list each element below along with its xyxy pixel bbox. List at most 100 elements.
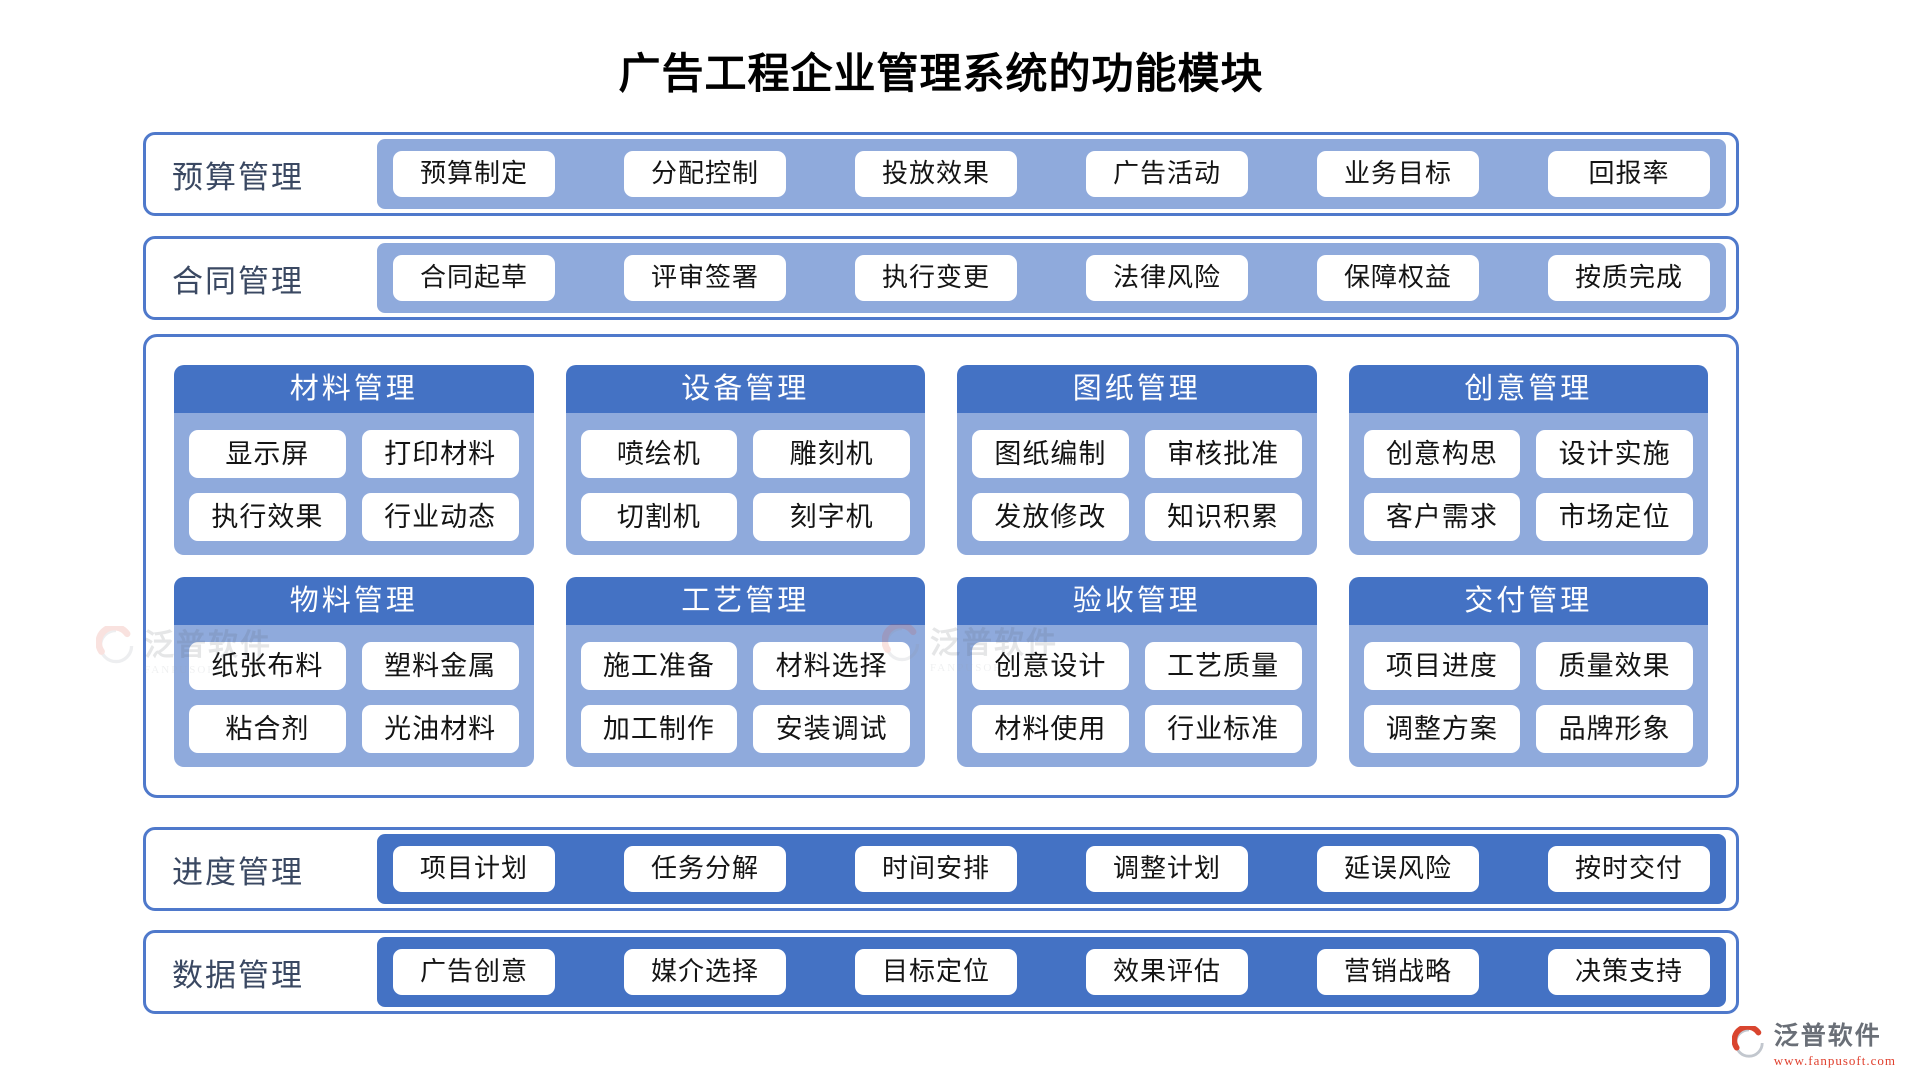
feature-chip[interactable]: 评审签署 [624, 255, 786, 301]
card-equipment-mgmt: 设备管理 喷绘机 雕刻机 切割机 刻字机 [565, 365, 925, 555]
diagram-main: 广告工程企业管理系统的功能模块 预算管理 预算制定 分配控制 投放效果 广告活动… [143, 0, 1739, 1014]
band-data-label: 数据管理 [172, 957, 304, 993]
feature-chip[interactable]: 广告活动 [1086, 151, 1248, 197]
card-material-mgmt: 材料管理 显示屏 打印材料 执行效果 行业动态 [174, 365, 534, 555]
feature-chip[interactable]: 投放效果 [855, 151, 1017, 197]
band-data: 数据管理 广告创意 媒介选择 目标定位 效果评估 营销战略 决策支持 [143, 930, 1739, 1014]
footer-brand-name: 泛普软件 [1773, 1023, 1882, 1051]
feature-chip[interactable]: 执行变更 [855, 255, 1017, 301]
feature-chip[interactable]: 粘合剂 [189, 705, 346, 753]
feature-chip[interactable]: 显示屏 [189, 430, 346, 478]
feature-chip[interactable]: 按质完成 [1548, 255, 1710, 301]
feature-chip[interactable]: 决策支持 [1548, 949, 1710, 995]
fanpu-logo-icon [1731, 1024, 1766, 1065]
feature-chip[interactable]: 安装调试 [753, 705, 910, 753]
fanpu-logo-icon [95, 623, 136, 671]
feature-chip[interactable]: 业务目标 [1317, 151, 1479, 197]
card-title: 材料管理 [174, 365, 534, 413]
feature-chip[interactable]: 质量效果 [1536, 642, 1693, 690]
feature-chip[interactable]: 项目计划 [393, 846, 555, 892]
card-delivery-mgmt: 交付管理 项目进度 质量效果 调整方案 品牌形象 [1348, 577, 1708, 767]
card-title: 交付管理 [1348, 577, 1708, 625]
feature-chip[interactable]: 纸张布料 [189, 642, 346, 690]
feature-chip[interactable]: 设计实施 [1536, 430, 1693, 478]
card-title: 图纸管理 [957, 365, 1317, 413]
feature-chip[interactable]: 品牌形象 [1536, 705, 1693, 753]
card-craft-mgmt: 工艺管理 施工准备 材料选择 加工制作 安装调试 [565, 577, 925, 767]
band-budget-label: 预算管理 [172, 159, 304, 195]
feature-chip[interactable]: 广告创意 [393, 949, 555, 995]
band-budget-bar: 预算制定 分配控制 投放效果 广告活动 业务目标 回报率 [377, 139, 1726, 209]
card-body: 喷绘机 雕刻机 切割机 刻字机 [565, 413, 925, 555]
feature-chip[interactable]: 加工制作 [580, 705, 738, 753]
feature-chip[interactable]: 合同起草 [393, 255, 555, 301]
feature-chip[interactable]: 切割机 [580, 493, 738, 541]
card-body: 项目进度 质量效果 调整方案 品牌形象 [1348, 625, 1708, 767]
feature-chip[interactable]: 行业动态 [361, 493, 519, 541]
module-grid-container: 材料管理 显示屏 打印材料 执行效果 行业动态 设备管理 喷绘机 雕刻机 切割机… [143, 334, 1739, 798]
feature-chip[interactable]: 保障权益 [1317, 255, 1479, 301]
feature-chip[interactable]: 目标定位 [855, 949, 1017, 995]
page-title: 广告工程企业管理系统的功能模块 [618, 52, 1264, 98]
module-grid: 材料管理 显示屏 打印材料 执行效果 行业动态 设备管理 喷绘机 雕刻机 切割机… [174, 365, 1708, 767]
feature-chip[interactable]: 预算制定 [393, 151, 555, 197]
band-progress: 进度管理 项目计划 任务分解 时间安排 调整计划 延误风险 按时交付 [143, 827, 1739, 911]
card-body: 纸张布料 塑料金属 粘合剂 光油材料 [174, 625, 534, 767]
band-contract: 合同管理 合同起草 评审签署 执行变更 法律风险 保障权益 按质完成 [143, 236, 1739, 320]
card-body: 创意设计 工艺质量 材料使用 行业标准 [957, 625, 1317, 767]
band-data-bar: 广告创意 媒介选择 目标定位 效果评估 营销战略 决策支持 [377, 937, 1726, 1007]
feature-chip[interactable]: 雕刻机 [753, 430, 910, 478]
card-supplies-mgmt: 物料管理 纸张布料 塑料金属 粘合剂 光油材料 [174, 577, 534, 767]
band-budget: 预算管理 预算制定 分配控制 投放效果 广告活动 业务目标 回报率 [143, 132, 1739, 216]
feature-chip[interactable]: 媒介选择 [624, 949, 786, 995]
card-title: 工艺管理 [565, 577, 925, 625]
feature-chip[interactable]: 创意设计 [972, 642, 1129, 690]
feature-chip[interactable]: 喷绘机 [580, 430, 738, 478]
card-body: 施工准备 材料选择 加工制作 安装调试 [565, 625, 925, 767]
feature-chip[interactable]: 客户需求 [1363, 493, 1521, 541]
band-contract-bar: 合同起草 评审签署 执行变更 法律风险 保障权益 按质完成 [377, 243, 1726, 313]
card-acceptance-mgmt: 验收管理 创意设计 工艺质量 材料使用 行业标准 [957, 577, 1317, 767]
feature-chip[interactable]: 打印材料 [361, 430, 519, 478]
feature-chip[interactable]: 调整计划 [1086, 846, 1248, 892]
card-body: 创意构思 设计实施 客户需求 市场定位 [1348, 413, 1708, 555]
feature-chip[interactable]: 按时交付 [1548, 846, 1710, 892]
footer-brand: 泛普软件 www.fanpusoft.com [1731, 1023, 1896, 1068]
feature-chip[interactable]: 审核批准 [1144, 430, 1302, 478]
feature-chip[interactable]: 知识积累 [1144, 493, 1302, 541]
feature-chip[interactable]: 施工准备 [580, 642, 738, 690]
band-progress-bar: 项目计划 任务分解 时间安排 调整计划 延误风险 按时交付 [377, 834, 1726, 904]
feature-chip[interactable]: 调整方案 [1363, 705, 1521, 753]
feature-chip[interactable]: 刻字机 [753, 493, 910, 541]
feature-chip[interactable]: 延误风险 [1317, 846, 1479, 892]
feature-chip[interactable]: 分配控制 [624, 151, 786, 197]
feature-chip[interactable]: 法律风险 [1086, 255, 1248, 301]
feature-chip[interactable]: 回报率 [1548, 151, 1710, 197]
card-title: 物料管理 [174, 577, 534, 625]
feature-chip[interactable]: 任务分解 [624, 846, 786, 892]
feature-chip[interactable]: 材料使用 [972, 705, 1129, 753]
band-progress-label: 进度管理 [172, 854, 304, 890]
card-title: 设备管理 [565, 365, 925, 413]
feature-chip[interactable]: 塑料金属 [361, 642, 519, 690]
feature-chip[interactable]: 市场定位 [1536, 493, 1693, 541]
feature-chip[interactable]: 图纸编制 [972, 430, 1129, 478]
feature-chip[interactable]: 营销战略 [1317, 949, 1479, 995]
band-contract-label: 合同管理 [172, 263, 304, 299]
feature-chip[interactable]: 工艺质量 [1144, 642, 1302, 690]
feature-chip[interactable]: 创意构思 [1363, 430, 1521, 478]
feature-chip[interactable]: 执行效果 [189, 493, 346, 541]
card-body: 显示屏 打印材料 执行效果 行业动态 [174, 413, 534, 555]
card-creative-mgmt: 创意管理 创意构思 设计实施 客户需求 市场定位 [1348, 365, 1708, 555]
card-title: 创意管理 [1348, 365, 1708, 413]
feature-chip[interactable]: 项目进度 [1363, 642, 1521, 690]
feature-chip[interactable]: 光油材料 [361, 705, 519, 753]
feature-chip[interactable]: 效果评估 [1086, 949, 1248, 995]
footer-brand-url[interactable]: www.fanpusoft.com [1773, 1052, 1896, 1068]
feature-chip[interactable]: 材料选择 [753, 642, 910, 690]
feature-chip[interactable]: 发放修改 [972, 493, 1129, 541]
feature-chip[interactable]: 时间安排 [855, 846, 1017, 892]
card-title: 验收管理 [957, 577, 1317, 625]
feature-chip[interactable]: 行业标准 [1144, 705, 1302, 753]
